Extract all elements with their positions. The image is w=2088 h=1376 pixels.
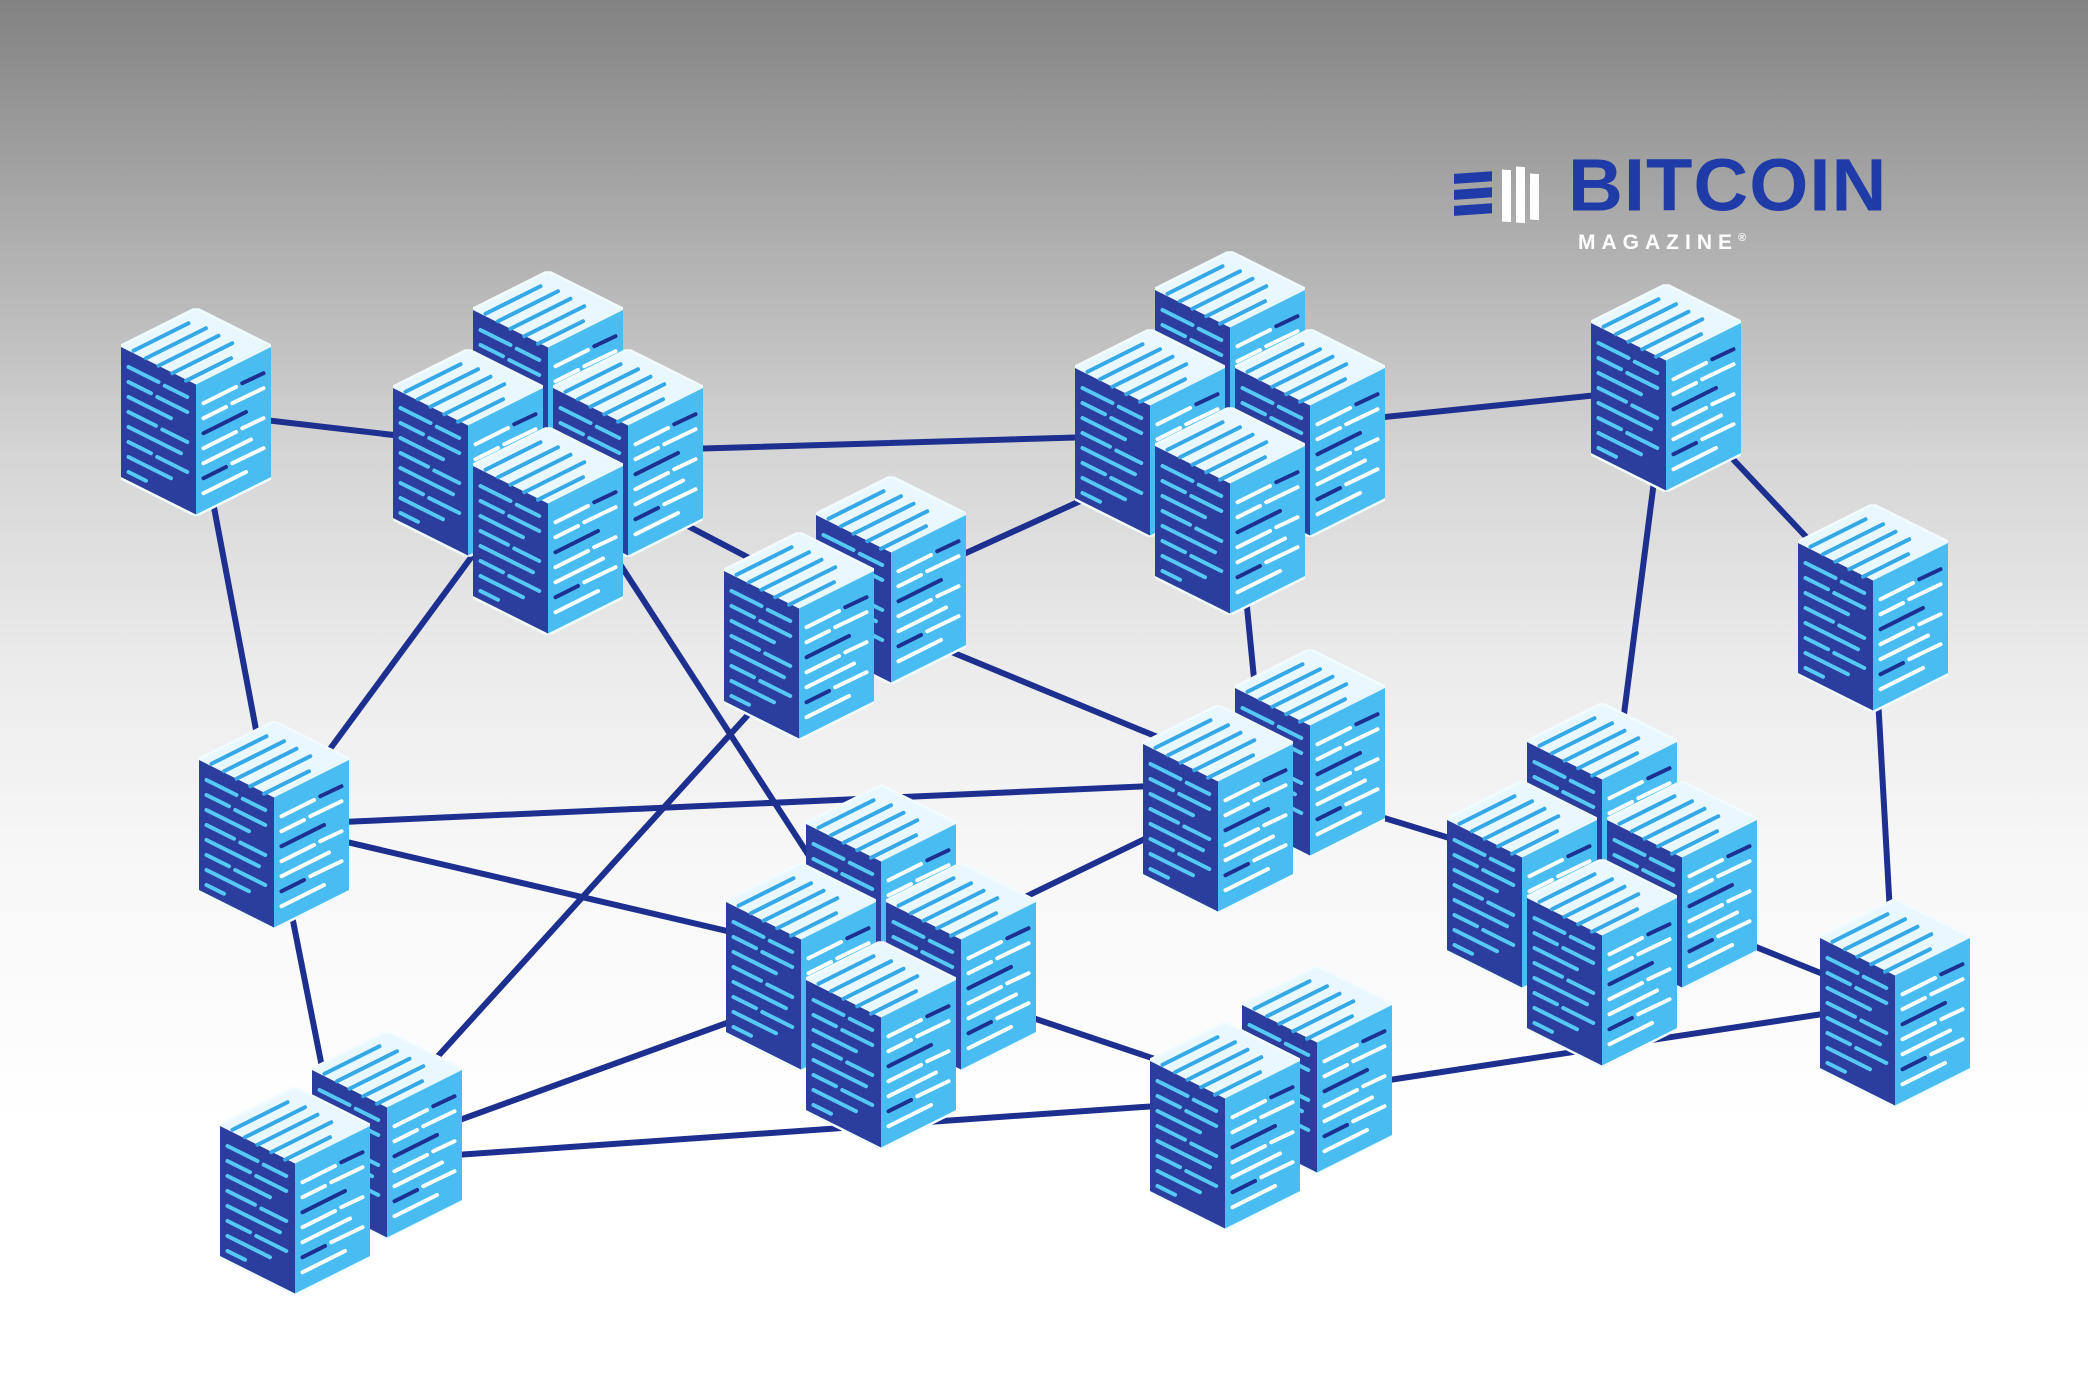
server-tower [199, 723, 349, 928]
server-tower [121, 310, 271, 515]
server-node-n3-pair [724, 478, 966, 739]
server-node-n4-quad [1075, 253, 1385, 614]
server-node-n9-quad [1447, 705, 1757, 1066]
server-tower [724, 534, 874, 739]
server-node-n8-pair [1143, 651, 1385, 912]
server-tower [1820, 901, 1970, 1106]
bitcoin-magazine-book-icon [1454, 166, 1539, 224]
server-tower [1143, 707, 1293, 912]
server-tower [806, 943, 956, 1148]
peer-link-n11-n12 [338, 1095, 1274, 1166]
server-node-n10-quad [726, 787, 1036, 1148]
server-node-n12-pair [1150, 968, 1392, 1229]
server-node-n5-single [1591, 286, 1741, 491]
server-node-n7-single [199, 723, 349, 928]
server-tower [1527, 861, 1677, 1066]
server-node-n2-quad [393, 273, 703, 634]
server-node-n6-single [1798, 506, 1948, 711]
logo-title: BITCOIN [1568, 143, 1888, 228]
server-tower [1155, 409, 1305, 614]
server-tower [220, 1089, 370, 1294]
server-node-n1-single [121, 310, 271, 515]
nodes-layer [121, 253, 1970, 1294]
server-tower [1591, 286, 1741, 491]
server-tower [473, 429, 623, 634]
logo-subtitle: MAGAZINE® [1578, 231, 1887, 255]
bitcoin-magazine-logo: BITCOIN MAGAZINE® [1452, 148, 1887, 255]
logo-subtitle-word: MAGAZINE [1578, 231, 1738, 254]
peer-link-n7-n8 [271, 778, 1267, 828]
server-tower [1150, 1024, 1300, 1229]
server-node-n13-single [1820, 901, 1970, 1106]
server-node-n11-pair [220, 1033, 462, 1294]
logo-text: BITCOIN MAGAZINE® [1568, 148, 1887, 255]
server-tower [1798, 506, 1948, 711]
registered-mark: ® [1738, 232, 1747, 244]
